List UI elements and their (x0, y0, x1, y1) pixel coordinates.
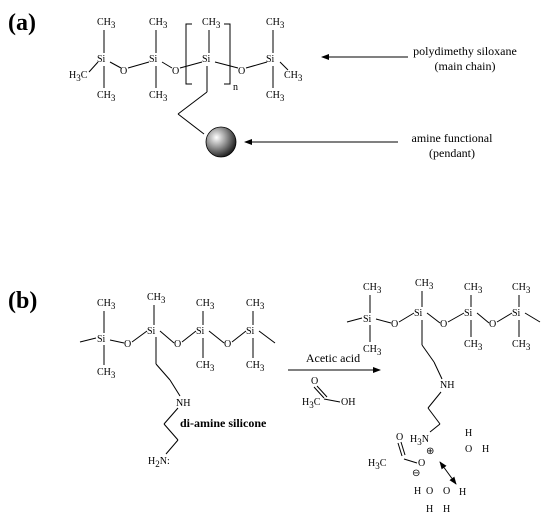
ch3-a-top-2: CH3 (149, 17, 168, 30)
ch3-a-top-4: CH3 (266, 17, 285, 30)
acetate-o-minus: O (418, 458, 425, 469)
o-b-r1: O (124, 339, 131, 350)
ch3-b-p-bot1: CH3 (363, 344, 382, 357)
product-molecule: Si Si Si Si O O O CH3 CH3 CH3 CH3 CH3 CH… (346, 278, 541, 479)
water1-h-right: H (482, 444, 489, 455)
acetic-h3c: H3C (302, 397, 321, 410)
ch3-a-bottom-1: CH3 (97, 90, 116, 103)
o-b-p2: O (440, 319, 447, 330)
si-b-r2: Si (147, 326, 156, 337)
repeat-unit-brackets (185, 23, 231, 85)
water-molecules: O H H O H H H O H (414, 428, 489, 515)
ch3-a-bottom-4: CH3 (266, 90, 285, 103)
h3c-a-left: H3C (69, 70, 88, 83)
si-b-p1: Si (363, 314, 372, 325)
o-b-r3: O (224, 339, 231, 350)
si-b-r1: Si (97, 334, 106, 345)
acetate-o-carbonyl: O (396, 432, 403, 443)
o-b-r2: O (174, 339, 181, 350)
ch3-b-p-top2: CH3 (415, 278, 434, 291)
reactant-molecule: Si Si Si Si O O O CH3 CH3 CH3 CH3 CH3 CH… (79, 292, 276, 469)
si-atom-a1: Si (97, 54, 106, 65)
ch3-b-r-top3: CH3 (196, 298, 215, 311)
water3-o: O (426, 486, 433, 497)
ch3-b-p-top1: CH3 (363, 282, 382, 295)
ch3-a-top-3: CH3 (202, 17, 221, 30)
annotation-main-chain-line2: (main chain) (435, 59, 496, 73)
h3n-plus-product: H3N (410, 434, 429, 447)
o-atom-a3: O (238, 66, 245, 77)
h2n-b-reactant: H2N: (148, 456, 170, 469)
nh-b-product: NH (440, 380, 454, 391)
acetic-acid-structure: O H3C OH (302, 376, 355, 410)
ch3-b-r-bot1: CH3 (97, 367, 116, 380)
ch3-a-top-1: CH3 (97, 17, 116, 30)
water2-o: O (443, 486, 450, 497)
annotation-main-chain-line1: polydimethy siloxane (413, 44, 517, 58)
si-atom-a3: Si (202, 54, 211, 65)
repeat-count-n: n (233, 82, 238, 93)
si-b-p4: Si (512, 308, 521, 319)
reactant-name: di-amine silicone (180, 416, 267, 430)
ch3-b-r-top1: CH3 (97, 298, 116, 311)
minus-charge: ⊖ (412, 468, 420, 479)
annotation-pendant-line1: amine functional (412, 131, 494, 145)
ch3-b-p-top3: CH3 (464, 282, 483, 295)
ch3-a-right: CH3 (284, 70, 303, 83)
ch3-b-r-top2: CH3 (147, 292, 166, 305)
amine-pendant-sphere (205, 126, 237, 158)
si-b-r4: Si (246, 326, 255, 337)
si-atom-a2: Si (149, 54, 158, 65)
water1-o: O (465, 444, 472, 455)
panel-b-label: (b) (8, 288, 37, 314)
o-atom-a1: O (120, 66, 127, 77)
panel-a-bonds (88, 30, 289, 135)
water2-h-bottom: H (443, 504, 450, 515)
annotation-pendant-line2: (pendant) (429, 146, 475, 160)
acetic-o-carbonyl: O (311, 376, 318, 387)
water3-h-left: H (414, 486, 421, 497)
acetic-oh: OH (341, 397, 355, 408)
o-atom-a2: O (172, 66, 179, 77)
si-b-r3: Si (196, 326, 205, 337)
plus-charge: ⊕ (426, 446, 434, 457)
ch3-b-r-top4: CH3 (246, 298, 265, 311)
ch3-b-p-bot4: CH3 (512, 339, 531, 352)
acetate-h3c: H3C (368, 458, 387, 471)
si-b-p2: Si (414, 308, 423, 319)
ch3-b-r-bot3: CH3 (196, 360, 215, 373)
si-atom-a4: Si (266, 54, 275, 65)
water2-h-right: H (459, 487, 466, 498)
ch3-b-p-bot3: CH3 (464, 339, 483, 352)
si-b-p3: Si (464, 308, 473, 319)
water1-h-top: H (465, 428, 472, 439)
o-b-p3: O (489, 319, 496, 330)
ch3-b-p-top4: CH3 (512, 282, 531, 295)
water3-h-bottom: H (426, 504, 433, 515)
panel-a-label: (a) (8, 10, 36, 36)
ch3-a-bottom-2: CH3 (149, 90, 168, 103)
interaction-arrow (439, 461, 457, 485)
reagent-label: Acetic acid (306, 351, 360, 365)
o-b-p1: O (391, 319, 398, 330)
nh-b-reactant: NH (176, 398, 190, 409)
ch3-b-r-bot4: CH3 (246, 360, 265, 373)
